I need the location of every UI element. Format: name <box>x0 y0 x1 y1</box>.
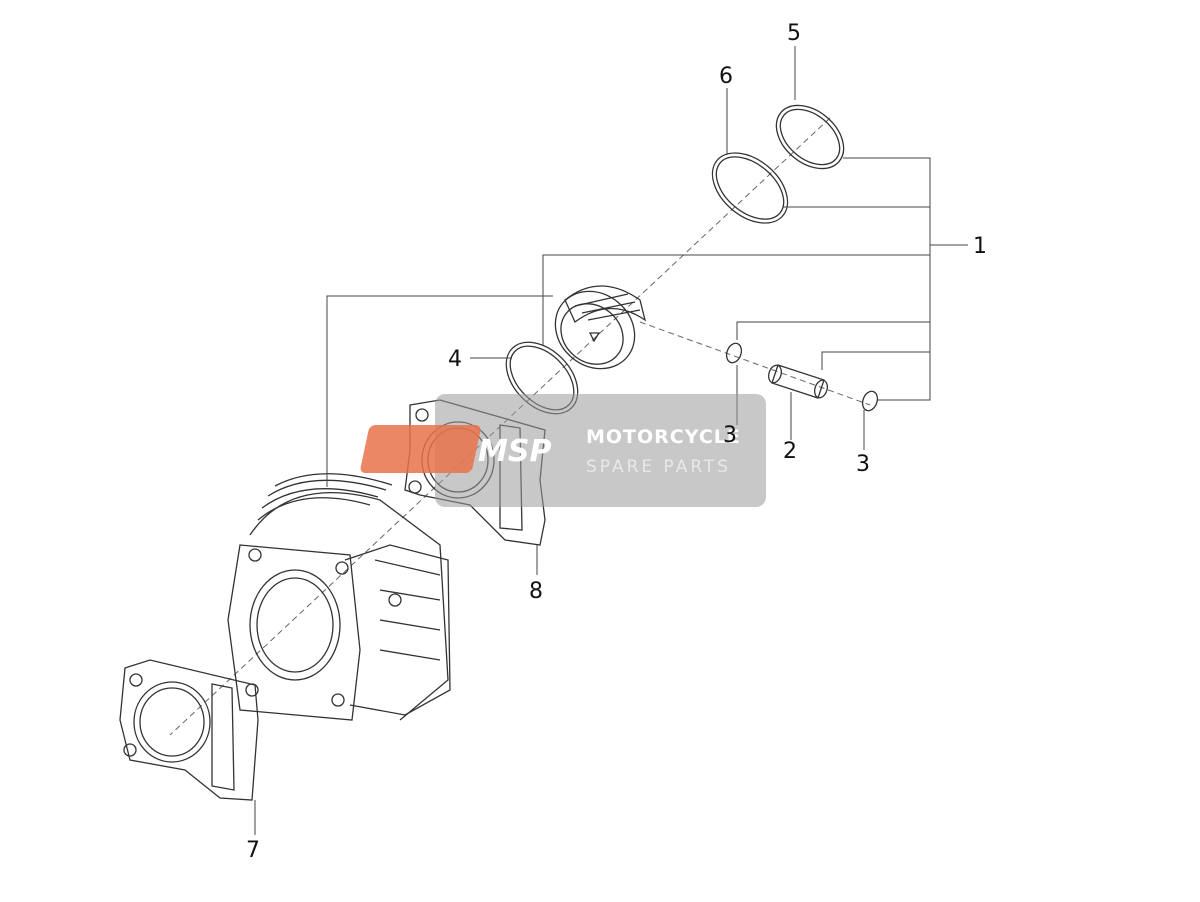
watermark-logo-badge <box>360 425 481 473</box>
pin-axis <box>639 321 871 406</box>
callout-6: 6 <box>719 64 733 89</box>
watermark-subtitle: SPARE PARTS <box>586 457 731 477</box>
leader-lines <box>254 46 968 835</box>
piston-pin[interactable] <box>767 364 830 400</box>
callout-1: 1 <box>973 234 987 259</box>
callout-5: 5 <box>787 21 801 46</box>
base-gasket-7[interactable] <box>119 659 259 801</box>
callout-8: 8 <box>529 579 543 604</box>
watermark-logo: MSP <box>478 434 551 469</box>
watermark-title: MOTORCYCLE <box>586 426 741 448</box>
cylinder[interactable] <box>227 473 451 721</box>
callout-4: 4 <box>448 347 462 372</box>
watermark-band <box>435 394 766 507</box>
callout-3-left: 3 <box>723 423 737 448</box>
piston-ring-5[interactable] <box>764 93 856 182</box>
circlip-3-right[interactable] <box>860 389 880 413</box>
circlip-3-left[interactable] <box>724 341 744 365</box>
piston-ring-6[interactable] <box>699 139 801 237</box>
callout-2: 2 <box>783 439 797 464</box>
callout-7: 7 <box>246 838 260 863</box>
watermark: MSP MOTORCYCLE SPARE PARTS <box>360 394 766 507</box>
piston[interactable] <box>540 275 651 384</box>
callout-3-right: 3 <box>856 452 870 477</box>
